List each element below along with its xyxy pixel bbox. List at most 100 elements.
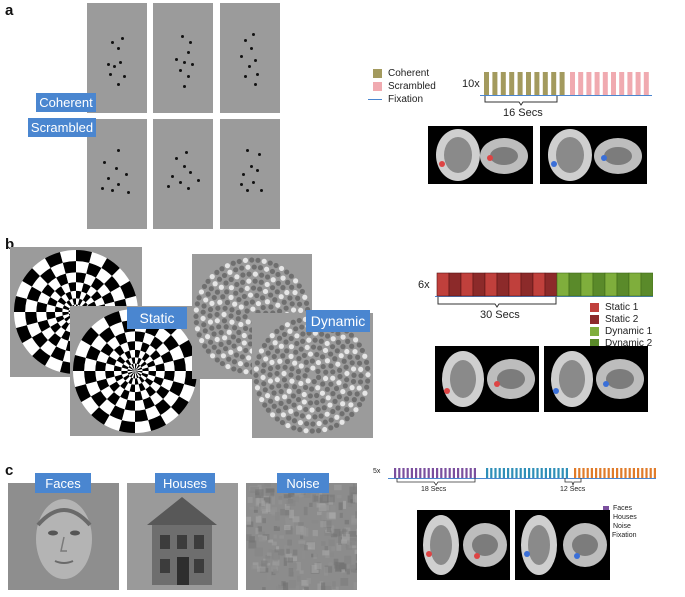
panel-label-c: c — [5, 462, 14, 479]
point-light-dot — [252, 181, 255, 184]
point-light-dot — [242, 173, 245, 176]
house-stimulus — [127, 483, 238, 590]
brain-activation-image — [435, 346, 539, 412]
duration-bracket — [564, 478, 582, 486]
brain-activation-image — [540, 126, 647, 184]
dynamic-button: Dynamic — [306, 310, 370, 332]
legend-item: Scrambled — [373, 81, 436, 92]
point-light-dot — [183, 61, 186, 64]
point-light-dot — [117, 149, 120, 152]
checkerboard-stimulus — [70, 306, 200, 436]
point-light-dot — [179, 181, 182, 184]
coherent-button: Coherent — [36, 93, 96, 112]
repeat-label: 5x — [373, 468, 381, 475]
stimulus-tile — [87, 3, 147, 113]
face-stimulus — [8, 483, 119, 590]
point-light-dot — [244, 39, 247, 42]
duration-bracket — [484, 96, 558, 106]
point-light-dot — [107, 177, 110, 180]
stimulus-tile — [153, 119, 213, 229]
stimulus-tile — [220, 3, 280, 113]
duration-label: 12 Secs — [560, 486, 586, 493]
point-light-dot — [109, 73, 112, 76]
legend-item: Faces — [603, 505, 632, 512]
brain-activation-image — [417, 510, 510, 580]
point-light-dot — [256, 169, 259, 172]
duration-label: 30 Secs — [480, 309, 520, 321]
point-light-dot — [123, 75, 126, 78]
block-timeline — [480, 70, 652, 96]
duration-label: 18 Secs — [421, 486, 447, 493]
point-light-dot — [113, 65, 116, 68]
legend-item: Coherent — [373, 68, 429, 79]
point-light-dot — [175, 58, 178, 61]
point-light-dot — [111, 189, 114, 192]
legend-swatch — [590, 327, 599, 336]
point-light-dot — [115, 167, 118, 170]
point-light-dot — [189, 41, 192, 44]
brain-activation-image — [515, 510, 610, 580]
brain-activation-image — [428, 126, 533, 184]
legend-item: Dynamic 1 — [590, 326, 652, 337]
point-light-dot — [107, 63, 110, 66]
noise-button: Noise — [277, 473, 329, 493]
static-button: Static — [127, 307, 187, 329]
point-light-dot — [252, 33, 255, 36]
point-light-dot — [254, 83, 257, 86]
point-light-dot — [240, 55, 243, 58]
repeat-label: 10x — [462, 78, 480, 90]
panel-label-a: a — [5, 2, 14, 19]
point-light-dot — [187, 51, 190, 54]
point-light-dot — [189, 171, 192, 174]
point-light-dot — [117, 47, 120, 50]
point-light-dot — [181, 35, 184, 38]
legend-swatch — [590, 315, 599, 324]
point-light-dot — [119, 61, 122, 64]
point-light-dot — [197, 179, 200, 182]
point-light-dot — [246, 149, 249, 152]
point-light-dot — [254, 59, 257, 62]
duration-bracket — [396, 478, 476, 486]
panel-label-b: b — [5, 236, 15, 253]
noise-stimulus — [246, 483, 365, 596]
legend-swatch — [373, 69, 382, 78]
stimulus-tile — [87, 119, 147, 229]
legend-swatch — [603, 505, 609, 512]
point-light-dot — [187, 75, 190, 78]
point-light-dot — [246, 189, 249, 192]
point-light-dot — [248, 65, 251, 68]
legend-swatch — [373, 82, 382, 91]
legend-line — [368, 99, 382, 100]
point-light-dot — [101, 187, 104, 190]
point-light-dot — [121, 37, 124, 40]
stimulus-tile — [153, 3, 213, 113]
faces-button: Faces — [35, 473, 91, 493]
brain-activation-image — [544, 346, 648, 412]
legend-item: Fixation — [368, 94, 423, 105]
duration-label: 16 Secs — [503, 107, 543, 119]
block-timeline — [388, 466, 656, 479]
dot-spiral-stimulus — [252, 313, 373, 438]
point-light-dot — [250, 165, 253, 168]
legend-swatch — [590, 303, 599, 312]
point-light-dot — [185, 151, 188, 154]
point-light-dot — [240, 183, 243, 186]
point-light-dot — [117, 183, 120, 186]
point-light-dot — [244, 75, 247, 78]
point-light-dot — [171, 175, 174, 178]
point-light-dot — [127, 191, 130, 194]
point-light-dot — [179, 69, 182, 72]
point-light-dot — [167, 185, 170, 188]
stimulus-tile — [220, 119, 280, 229]
point-light-dot — [260, 189, 263, 192]
point-light-dot — [187, 187, 190, 190]
point-light-dot — [250, 47, 253, 50]
point-light-dot — [191, 63, 194, 66]
legend-item: Dynamic 2 — [590, 338, 652, 349]
point-light-dot — [103, 161, 106, 164]
point-light-dot — [111, 41, 114, 44]
houses-button: Houses — [155, 473, 215, 493]
legend-item: Static 2 — [590, 314, 638, 325]
point-light-dot — [258, 153, 261, 156]
block-timeline — [435, 271, 654, 297]
